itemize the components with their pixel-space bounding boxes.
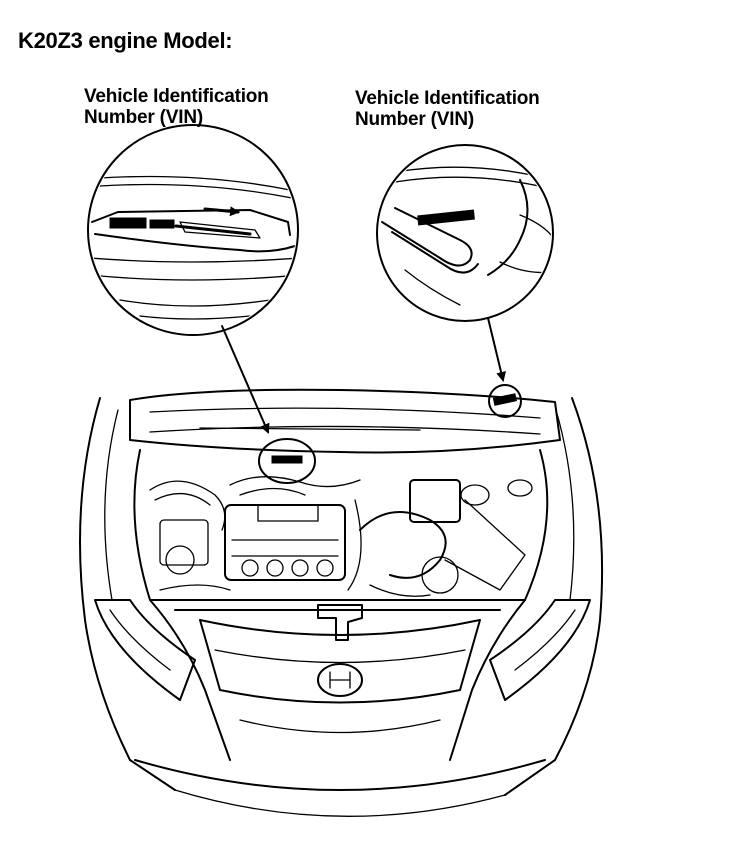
engine-components	[149, 476, 533, 597]
car-body	[79, 388, 604, 817]
vin-callout-label-shock-tower: Vehicle Identification Number (VIN)	[355, 88, 540, 130]
brand-emblem-icon	[317, 663, 363, 697]
vin-callout-label-line1: Vehicle Identification	[355, 88, 540, 109]
vin-detail-circle-shock-tower	[376, 144, 554, 322]
vin-callout-label-line2: Number (VIN)	[84, 107, 203, 128]
vin-callout-label-line1: Vehicle Identification	[84, 86, 269, 107]
vin-plate-windshield	[271, 455, 303, 464]
vin-callout-label-windshield: Vehicle Identification Number (VIN)	[84, 86, 269, 128]
vin-location-marker-shock-tower	[488, 384, 522, 418]
leader-arrow-left	[221, 325, 270, 434]
direction-arrow-icon	[203, 206, 240, 217]
page-title: K20Z3 engine Model:	[18, 28, 233, 53]
vin-plate-shock-tower	[492, 393, 517, 406]
vin-callout-label-line2: Number (VIN)	[355, 109, 474, 130]
vin-detail-circle-windshield	[87, 124, 299, 336]
vin-location-marker-windshield	[258, 438, 316, 484]
leader-arrow-right	[487, 317, 506, 382]
